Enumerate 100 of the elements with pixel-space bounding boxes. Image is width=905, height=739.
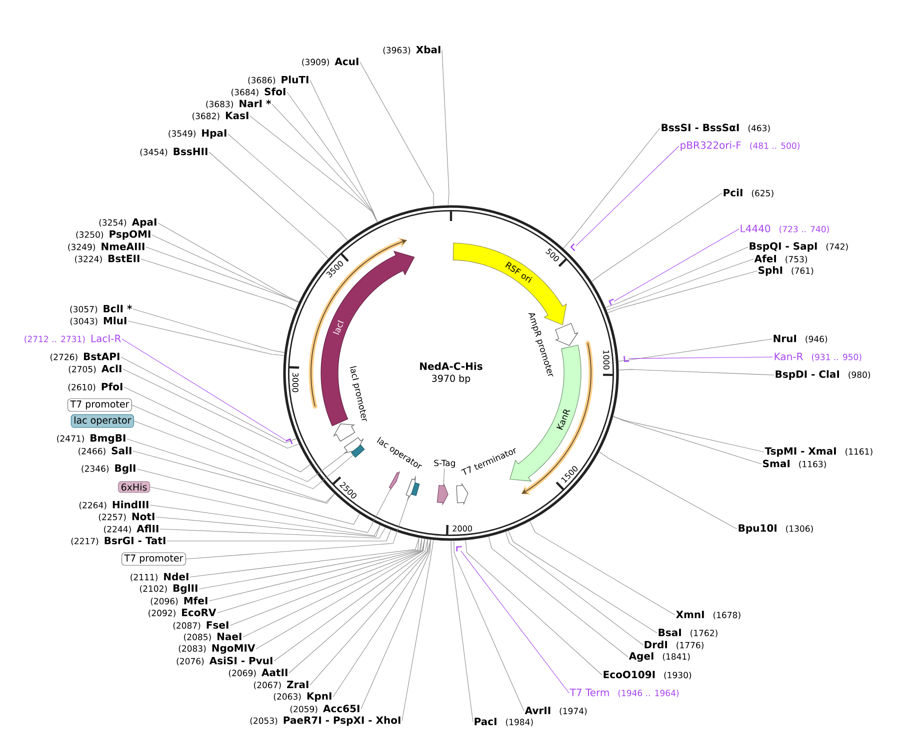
enzyme-site-label: SmaI (1163) [763, 460, 826, 468]
enzyme-site-label: BsaI (1762) [658, 628, 718, 638]
feature-label: S-Tag [434, 460, 455, 468]
enzyme-site-label: (3686) PluTI [248, 76, 308, 84]
position-label: 3000 [292, 372, 299, 392]
enzyme-site-label: (3454) BssHII [140, 148, 208, 156]
enzyme-site-label: (3249) NmeAIII [68, 242, 144, 252]
leader-line [122, 368, 300, 449]
enzyme-site-label: (3684) SfoI [232, 88, 286, 96]
enzyme-site-label: (3254) ApaI [99, 218, 156, 228]
enzyme-site-label: (3682) KasI [192, 112, 248, 120]
leader-line [126, 438, 335, 503]
leader-line [150, 486, 392, 533]
primer-mark [624, 356, 630, 362]
leader-line [465, 540, 602, 676]
primer-mark [456, 546, 462, 552]
leader-line [158, 222, 300, 302]
position-label: 1000 [603, 350, 610, 370]
enzyme-site-label: BssSI - BssSαI (463) [662, 124, 770, 132]
enzyme-site-label: AgeI (1841) [628, 652, 690, 662]
enzyme-site-label: (2726) BstAPI [50, 352, 120, 362]
enzyme-site-label: (2096) MfeI [150, 596, 208, 606]
leader-line [166, 529, 392, 542]
leader-line [152, 234, 300, 302]
enzyme-site-label: EcoO109I (1930) [604, 670, 692, 680]
enzyme-site-label: (2087) FseI [173, 621, 228, 630]
leader-line [208, 538, 422, 602]
leader-line [618, 369, 774, 376]
enzyme-site-label: (2076) AsiSI - PvuI [176, 656, 272, 666]
leader-line [442, 50, 450, 206]
leader-line [132, 308, 285, 353]
enzyme-site-label: (3963) XbaI [383, 46, 440, 54]
leader-line [216, 538, 422, 614]
enzyme-site-label: (3224) BstEII [75, 254, 140, 264]
enzyme-site-label: (2053) PaeR7I - PspXI - XhoI [250, 716, 400, 726]
leader-line [128, 320, 284, 356]
feature-marker [388, 471, 400, 490]
leader-line [508, 530, 658, 634]
enzyme-site-label: (2705) AclI [68, 364, 122, 374]
leader-line [628, 356, 774, 359]
leader-line [488, 536, 628, 658]
leader-line [150, 504, 380, 536]
leader-line [530, 520, 676, 616]
enzyme-site-label: AfeI (753) [754, 254, 808, 264]
leader-line [607, 270, 758, 314]
leader-line [605, 246, 748, 308]
leader-line [156, 516, 380, 537]
leader-line [614, 228, 740, 302]
enzyme-site-label: (2257) NotI [98, 512, 154, 522]
primer-mark [608, 298, 614, 306]
enzyme-site-label: (2069) AatII [228, 668, 288, 678]
leader-line [120, 356, 297, 444]
enzyme-site-label: (2466) SalI [78, 446, 132, 456]
enzyme-site-label: (3250) PspOMI [76, 230, 150, 240]
leader-line [505, 531, 644, 646]
leader-line [208, 152, 329, 259]
leader-line [140, 258, 296, 310]
leader-line [256, 538, 426, 650]
leader-line [606, 258, 754, 310]
primer-label: L4440 (723 .. 740) [740, 224, 829, 234]
leader-line [402, 540, 434, 722]
leader-line [146, 246, 300, 302]
leader-line [460, 550, 570, 694]
leader-line [242, 538, 426, 638]
leader-line [274, 538, 428, 662]
enzyme-site-label: NruI (946) [774, 334, 828, 344]
enzyme-site-label: (2063) KpnI [274, 692, 332, 702]
leader-line [288, 538, 428, 674]
enzyme-site-label: (2217) BsrGI - TatI [71, 536, 166, 546]
primer-mark [286, 438, 293, 444]
leader-line [136, 468, 360, 525]
primer-mark [570, 243, 576, 252]
enzyme-site-label: (3043) MluI [70, 316, 126, 326]
leader-line [198, 537, 420, 590]
leader-line [563, 128, 660, 249]
primer-label: (2712 .. 2731) LacI-R [24, 334, 121, 344]
feature-label: T7 promoter [67, 398, 132, 412]
leader-line [360, 62, 434, 206]
leader-line [598, 452, 738, 530]
enzyme-site-label: (2111) NdeI [130, 572, 188, 582]
feature-marker [343, 437, 364, 454]
leader-line [122, 338, 287, 441]
enzyme-site-label: (3909) AcuI [302, 58, 358, 66]
enzyme-site-label: (2102) BglII [140, 584, 198, 594]
enzyme-site-label: (3683) NarI * [206, 100, 271, 108]
leader-line [160, 527, 386, 538]
feature-label: T7 promoter [121, 552, 186, 566]
enzyme-site-label: (3057) BclI * [70, 304, 132, 314]
feature-box [350, 444, 365, 458]
enzyme-site-label: PciI (625) [724, 188, 774, 198]
position-label: 2000 [452, 525, 472, 532]
primer-label: pBR322ori-F (481 .. 500) [680, 141, 800, 151]
primer-label: T7 Term (1946 .. 1964) [570, 688, 679, 698]
leader-line [250, 116, 378, 222]
leader-line [124, 386, 311, 472]
leader-line [134, 420, 354, 490]
leader-line [132, 404, 348, 482]
leader-line [190, 537, 420, 578]
enzyme-site-label: (2059) Acc65I [290, 704, 360, 714]
leader-line [443, 468, 445, 486]
